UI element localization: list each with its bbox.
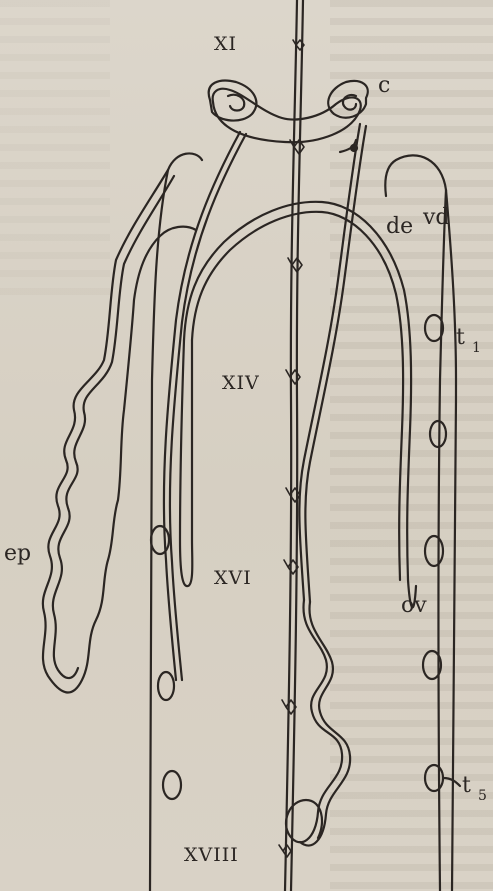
arch-duct-left-tail bbox=[180, 340, 192, 586]
testis-right-5 bbox=[425, 765, 443, 791]
label-de: de bbox=[386, 214, 413, 239]
coiled-duct-lower-inner bbox=[300, 602, 350, 846]
testis-right-2 bbox=[430, 421, 446, 447]
label-t5-sub: 5 bbox=[478, 788, 487, 804]
label-segment-xvi: XVI bbox=[214, 567, 252, 589]
body-outline-right bbox=[385, 155, 446, 891]
testis-left-3 bbox=[163, 771, 181, 799]
vessel-knot bbox=[351, 145, 357, 151]
label-t5-base: t bbox=[462, 773, 471, 798]
outer-duct-left-inner bbox=[53, 176, 174, 678]
spermatheca-right bbox=[328, 81, 368, 118]
nerve-cord-left-line bbox=[285, 0, 297, 891]
label-t1-sub: 1 bbox=[472, 340, 481, 356]
body-outline-right-inner bbox=[446, 190, 456, 891]
t5-leader bbox=[443, 778, 460, 786]
label-segment-xi: XI bbox=[214, 33, 237, 55]
label-ep: ep bbox=[4, 541, 31, 566]
label-t1-base: t bbox=[456, 325, 465, 350]
body-outline-left bbox=[150, 153, 202, 891]
ejaculatory-duct-b bbox=[305, 126, 366, 602]
nerve-cord-right-line bbox=[291, 0, 303, 891]
testis-left-2 bbox=[158, 672, 174, 700]
label-segment-xviii: XVIII bbox=[184, 844, 239, 866]
testis-left-1 bbox=[151, 526, 169, 554]
ganglion bbox=[288, 258, 302, 272]
testis-right-3 bbox=[425, 536, 443, 566]
label-segment-xiv: XIV bbox=[222, 372, 260, 394]
label-c: c bbox=[378, 73, 390, 98]
label-ov: ov bbox=[401, 593, 427, 618]
spermatheca-left-coil bbox=[228, 95, 244, 111]
label-vd: vd bbox=[422, 205, 450, 230]
